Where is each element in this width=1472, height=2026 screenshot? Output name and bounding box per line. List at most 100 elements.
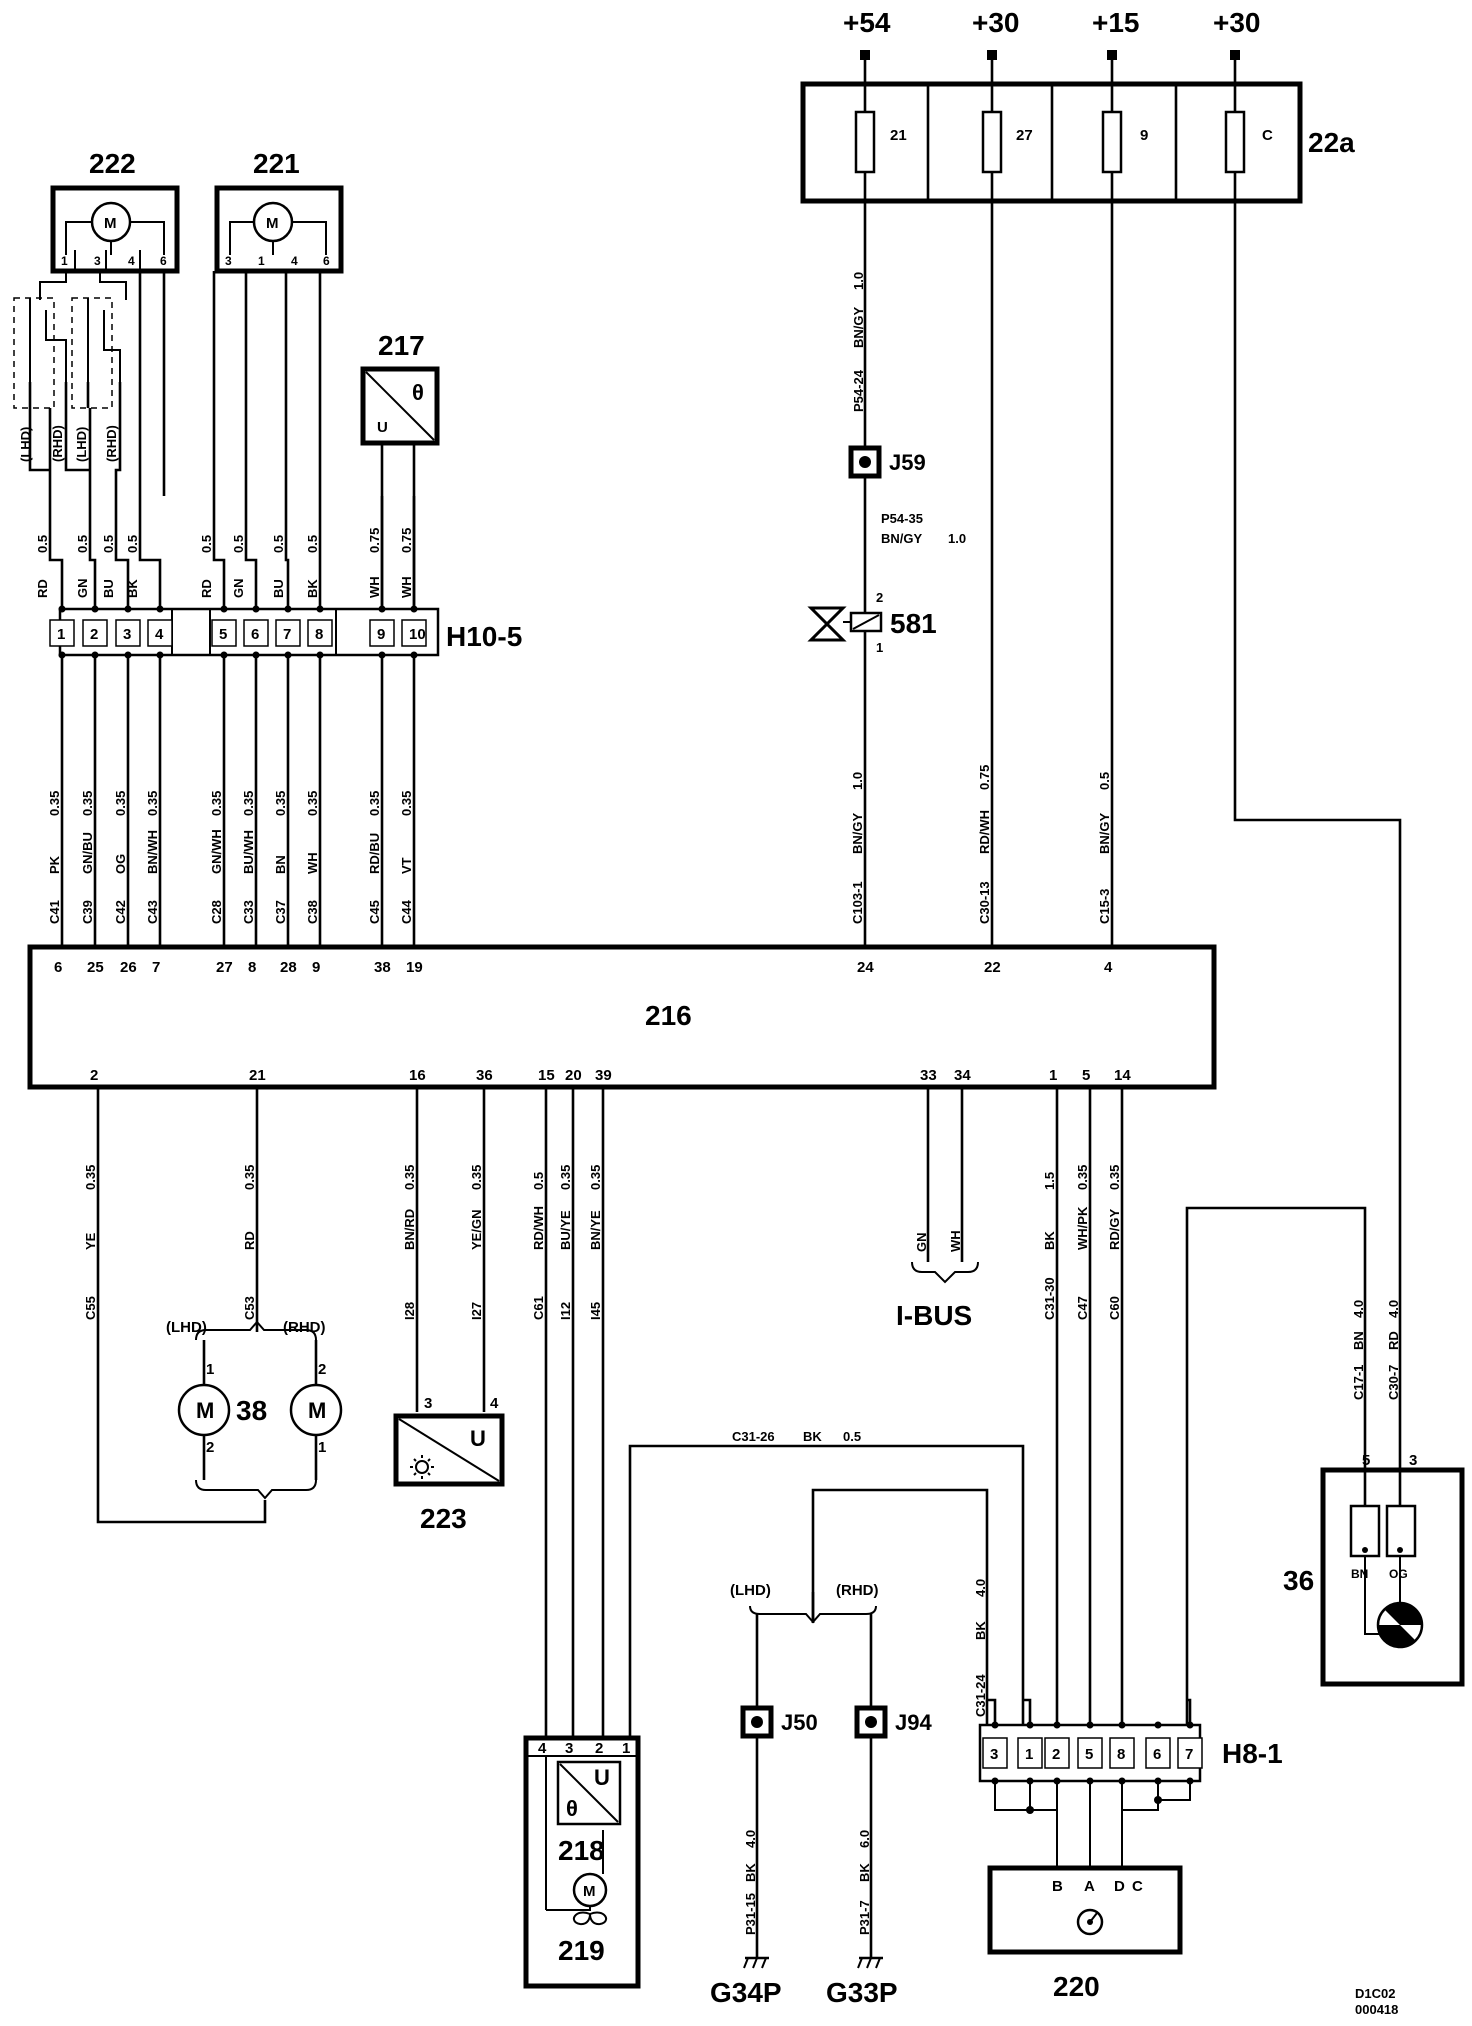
h10-5-label: H10-5 [446,621,522,652]
ground-branch: (LHD) (RHD) J50 J94 P31-15 BK 4.0 P31-7 … [710,1582,932,2008]
ecu-top-pin: 7 [152,959,160,976]
wire-size-label: 0.35 [145,791,160,816]
h8-pin: 2 [1052,1746,1060,1763]
h8-pin: 6 [1153,1746,1161,1763]
wire-color-label: BK [305,579,320,598]
wire-size-label: 0.75 [367,528,382,553]
fuse-c [1224,110,1246,174]
svg-text:M: M [196,1398,214,1423]
wire-color-label: GN [75,579,90,599]
wire-size-label: 0.35 [402,1165,417,1190]
splice-j50-label: J50 [781,1710,818,1735]
motor-38-label: 38 [236,1395,267,1426]
ecu-bottom-pin: 14 [1114,1067,1131,1084]
wire-p54-35-color: BN/GY [881,531,923,546]
motor-222-label: 222 [89,148,136,179]
svg-text:(LHD): (LHD) [730,1582,771,1599]
wire-color-label: GN/WH [209,829,224,874]
wire-size-label: 0.5 [125,535,140,553]
wire-c31-26-code: C31-26 [732,1429,775,1444]
wire-color-label: VT [399,857,414,874]
wire-size-label: 0.5 [231,535,246,553]
wire-c31-26-size: 0.5 [843,1429,861,1444]
svg-text:3: 3 [424,1395,432,1412]
wire-size-label: 0.35 [273,791,288,816]
ecu-top-pin: 24 [857,959,874,976]
wire-code-label: C38 [305,900,320,924]
wire-size-label: 0.35 [242,1165,257,1190]
svg-text:4: 4 [291,254,298,268]
wire-p31-15-code: P31-15 [743,1893,758,1935]
h10-pin: 8 [315,626,323,643]
supply-terminals: +54 +30 +15 +30 [843,7,1261,85]
wire-size-label: 1.0 [850,772,865,790]
fuse-9 [1101,110,1123,174]
splice-j94-label: J94 [895,1710,932,1735]
lower-wire-labels: C41PK0.35C39GN/BU0.35C42OG0.35C43BN/WH0.… [47,655,416,947]
svg-text:θ: θ [566,1796,578,1821]
ecu-bottom-pin: 33 [920,1067,937,1084]
terminal-30b-point [1230,50,1240,60]
svg-text:M: M [583,1883,596,1900]
bottom-wire-labels: C55YE0.35C53RD0.35I28BN/RD0.35I27YE/GN0.… [83,1165,1122,1320]
wire-color-label: BU [271,579,286,598]
component-36-label: 36 [1283,1565,1314,1596]
wire-code-label: C42 [113,900,128,924]
wire-code-label: C28 [209,900,224,924]
doc-code-1: D1C02 [1355,1986,1395,2001]
svg-text:2: 2 [206,1439,214,1456]
wire-c31-24-size: 4.0 [973,1579,988,1597]
svg-text:U: U [594,1765,610,1790]
wire-size-label: 0.35 [1075,1165,1090,1190]
svg-text:6: 6 [160,254,167,268]
svg-text:M: M [104,215,117,232]
ecu-bottom-pin: 1 [1049,1067,1057,1084]
wire-color-label: RD/WH [531,1206,546,1250]
wire-size-label: 0.35 [113,791,128,816]
wire-color-label: BU/YE [558,1210,573,1250]
terminal-54-label: +54 [843,7,891,38]
wire-c17-1-size: 4.0 [1351,1300,1366,1318]
svg-text:1: 1 [876,640,883,655]
wire-code-label: I28 [402,1302,417,1320]
wire-c30-7-code: C30-7 [1386,1365,1401,1400]
fuse-c-label: C [1262,127,1273,144]
wire-code-label: C45 [367,900,382,924]
ibus-gn: GN [914,1233,929,1253]
wire-c30-7-size: 4.0 [1386,1300,1401,1318]
ground-g34p-label: G34P [710,1977,782,2008]
fuse-21-label: 21 [890,127,907,144]
wire-size-label: 0.35 [241,791,256,816]
wire-c31-24-code: C31-24 [973,1674,988,1717]
h8-pin: 5 [1085,1746,1093,1763]
fuse-21-feed: P54-24 BN/GY 1.0 J59 P54-35 BN/GY 1.0 [848,201,966,612]
wire-p54-24-size: 1.0 [851,272,866,290]
component-220: B A D C 220 [987,1865,1183,2002]
bottom-wiring [96,1087,1367,1738]
svg-text:6: 6 [323,254,330,268]
ecu-top-pin: 38 [374,959,391,976]
component-218-label: 218 [558,1835,605,1866]
wire-code-label: I12 [558,1302,573,1320]
ground-g33p-symbol [857,1956,883,1969]
sensor-217-label: 217 [378,330,425,361]
terminal-15-label: +15 [1092,7,1140,38]
ecu-top-pin: 26 [120,959,137,976]
c218-pins: 4 3 2 1 [538,1740,630,1757]
h10-pin: 7 [283,626,291,643]
terminal-30-label: +30 [972,7,1020,38]
wire-color-label: YE/GN [469,1210,484,1250]
c220-pins: B A D C [1052,1878,1143,1895]
terminal-15-point [1107,50,1117,60]
wire-size-label: 0.5 [531,1172,546,1190]
wire-color-label: BN/GY [1097,813,1112,855]
wire-c31-24-color: BK [973,1621,988,1640]
wire-p31-15-color: BK [743,1863,758,1882]
wire-color-label: WH [305,852,320,874]
wire-color-label: BK [125,579,140,598]
motor-221-pins: 3 1 4 6 [225,254,330,268]
ecu-top-pin: 25 [87,959,104,976]
svg-text:B: B [1052,1878,1063,1895]
